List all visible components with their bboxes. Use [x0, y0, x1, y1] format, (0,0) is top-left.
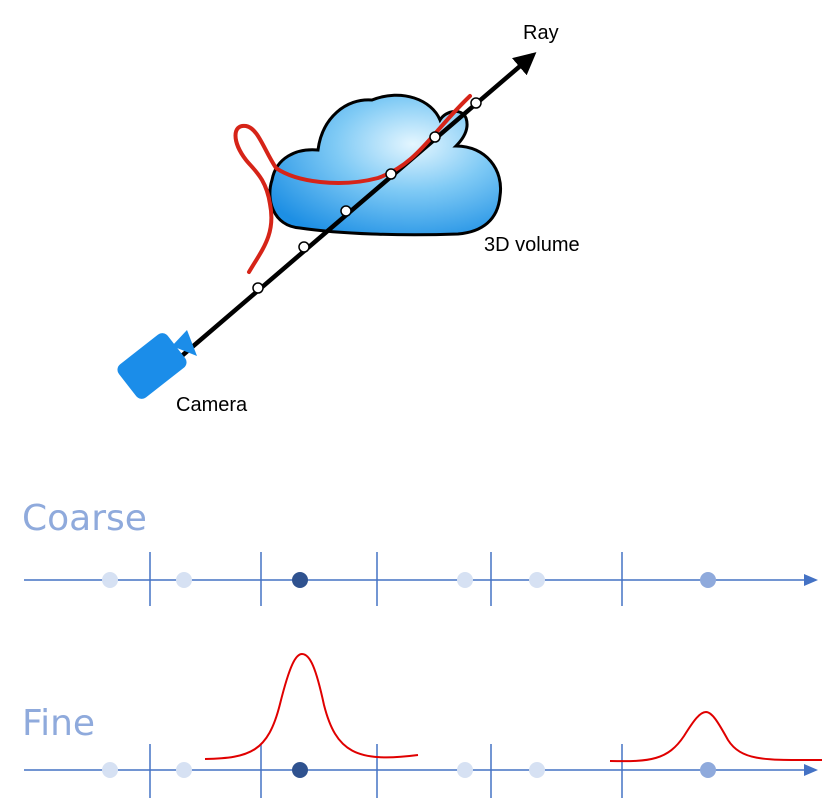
fine-sample-point [700, 762, 716, 778]
camera-icon [117, 330, 197, 399]
fine-density-peak-2 [609, 710, 823, 763]
coarse-sample-point [176, 572, 192, 588]
fine-axis [24, 744, 818, 798]
volume-label: 3D volume [484, 234, 580, 256]
fine-sample-point [457, 762, 473, 778]
coarse-sample-point [529, 572, 545, 588]
fine-label: Fine [22, 703, 95, 744]
coarse-sample-point [457, 572, 473, 588]
fine-sample-point [292, 762, 308, 778]
ray-sample-point [429, 131, 441, 143]
ray-sample-point [298, 241, 310, 253]
ray-sample-points [252, 97, 482, 294]
coarse-label: Coarse [22, 498, 147, 539]
ray-sample-point [252, 282, 264, 294]
ray-label: Ray [523, 22, 559, 44]
fine-sample-point [102, 762, 118, 778]
coarse-axis [24, 552, 818, 606]
cloud-volume [268, 93, 503, 237]
fine-sample-point [529, 762, 545, 778]
ray-sample-point [470, 97, 482, 109]
coarse-sample-point [292, 572, 308, 588]
coarse-sample-point [700, 572, 716, 588]
ray-sample-point [385, 168, 397, 180]
fine-density-peak-1 [204, 652, 419, 760]
camera-label: Camera [176, 394, 248, 416]
coarse-sample-point [102, 572, 118, 588]
ray-sample-point [340, 205, 352, 217]
fine-sample-point [176, 762, 192, 778]
